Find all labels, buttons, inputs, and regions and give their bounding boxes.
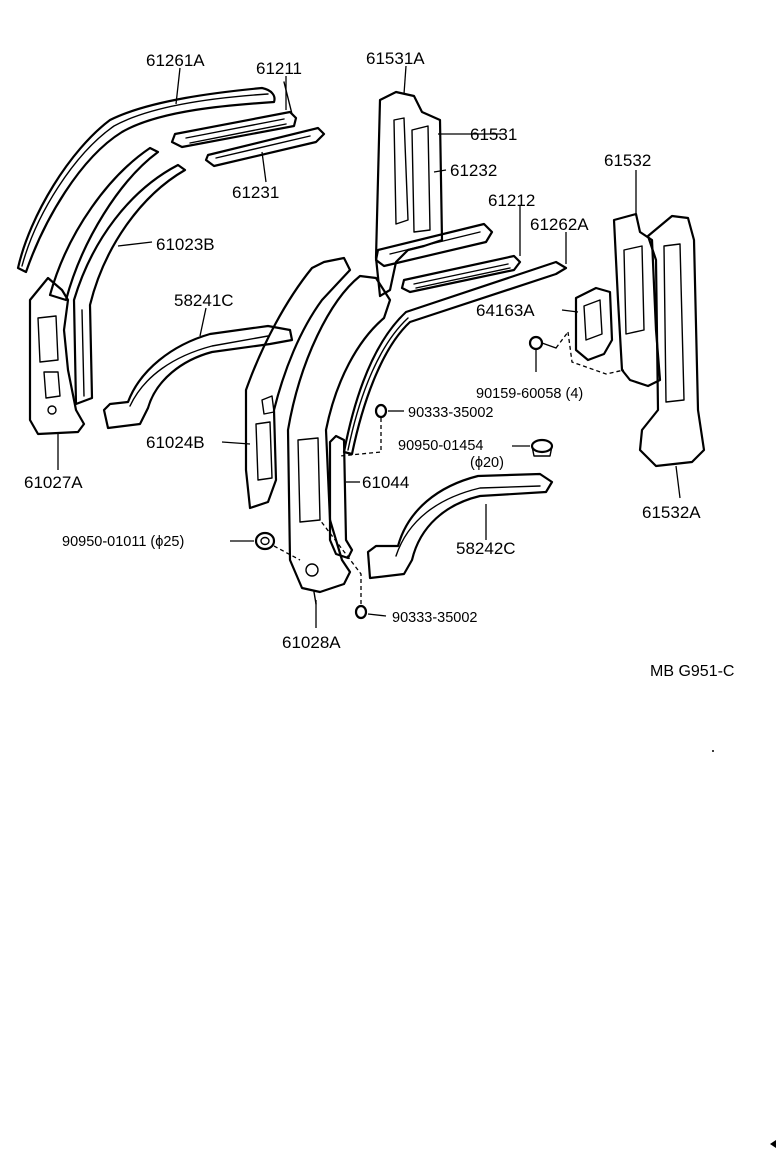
label-58242C: 58242C: [456, 539, 516, 558]
part-90950-01011-drawing: [254, 531, 276, 551]
label-90950-01011: 90950-01011 (ϕ25): [62, 534, 184, 550]
part-90333-35002-lower-drawing: [354, 604, 368, 620]
label-90159-60058: 90159-60058 (4): [476, 386, 583, 402]
part-61231-drawing: [204, 126, 326, 168]
part-61044-drawing: [328, 434, 354, 560]
diagram-reference-code: MB G951-C: [650, 663, 734, 680]
label-61028A: 61028A: [282, 633, 341, 652]
label-61212: 61212: [488, 191, 535, 210]
leader-lines: [57, 65, 681, 628]
part-61027A-drawing: [28, 276, 86, 436]
label-61231: 61231: [232, 183, 279, 202]
label-61024B: 61024B: [146, 433, 205, 452]
label-90950-01454-size: (ϕ20): [470, 455, 504, 471]
label-61023B: 61023B: [156, 235, 215, 254]
label-61211: 61211: [256, 59, 302, 78]
part-61232-drawing: [374, 222, 494, 268]
part-61212-drawing: [400, 254, 522, 294]
part-90159-60058-drawing: [528, 335, 557, 351]
label-58241C: 58241C: [174, 291, 234, 310]
label-61262A: 61262A: [530, 215, 589, 234]
label-90950-01454: 90950-01454: [398, 438, 483, 454]
part-61211-drawing: [170, 81, 298, 149]
part-61024B-drawing: [244, 256, 352, 510]
part-61262A-drawing: [342, 260, 568, 456]
label-90333-35002-lower: 90333-35002: [392, 610, 477, 626]
label-61531A: 61531A: [366, 49, 425, 68]
part-90333-35002-upper-drawing: [374, 403, 388, 419]
label-61044: 61044: [362, 473, 409, 492]
scan-speck: [712, 750, 714, 752]
label-61532A: 61532A: [642, 503, 701, 522]
label-61027A: 61027A: [24, 473, 83, 492]
part-61532-drawing: [612, 212, 662, 388]
part-58242C-drawing: [366, 472, 554, 580]
part-64163A-drawing: [574, 286, 614, 362]
part-61261A-drawing: [16, 86, 276, 274]
label-61532: 61532: [604, 151, 651, 170]
label-61531: 61531: [470, 125, 517, 144]
part-58241C-drawing: [102, 324, 294, 430]
scan-corner-mark: [770, 1140, 776, 1148]
part-90950-01454-drawing: [530, 438, 554, 457]
part-61532A-drawing: [638, 214, 706, 468]
label-61261A: 61261A: [146, 51, 205, 70]
label-90333-35002-upper: 90333-35002: [408, 405, 493, 421]
label-61232: 61232: [450, 161, 497, 180]
part-61023B-drawing: [48, 146, 187, 406]
label-64163A: 64163A: [476, 301, 535, 320]
